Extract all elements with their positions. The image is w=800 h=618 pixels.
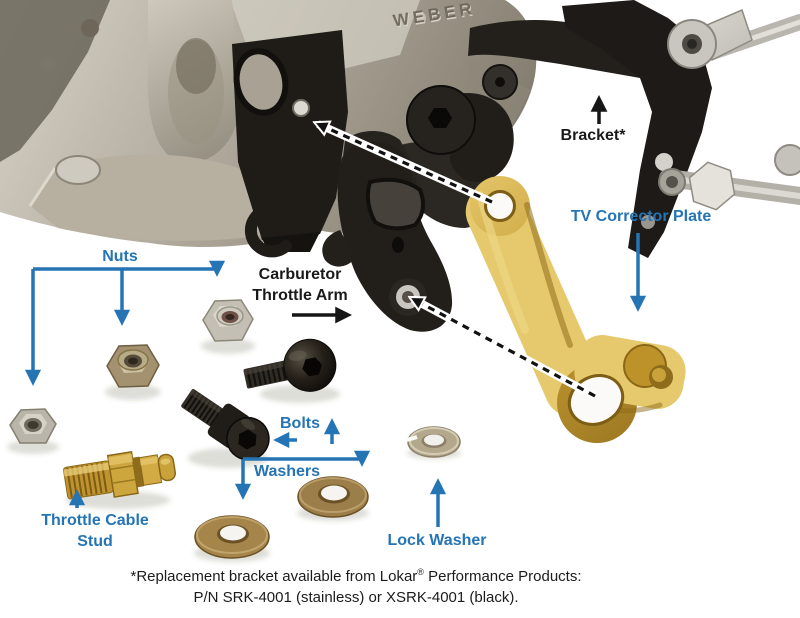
carburetor-photo: WEBER WEBER — [0, 0, 537, 248]
footnote-line2: P/N SRK-4001 (stainless) or XSRK-4001 (b… — [193, 589, 519, 606]
cam-hex-socket — [428, 108, 452, 128]
bolt-button-head-part — [243, 338, 337, 392]
bracket-hole-mid — [641, 215, 655, 229]
throttle-arm-blade — [337, 141, 453, 332]
carburetor-throttle-arm-label: Carburetor Throttle Arm — [252, 264, 347, 306]
throttle-cable-stud-label-line1: Throttle Cable — [41, 512, 149, 529]
nut-left-part — [9, 408, 57, 444]
washer-left-part — [194, 515, 270, 559]
footnote-line1: *Replacement bracket available from Loka… — [130, 562, 581, 587]
carb-facet-dark — [0, 0, 110, 162]
footnote-line1-text: *Replacement bracket available from Loka… — [130, 568, 418, 585]
washers-label: Washers — [253, 463, 321, 480]
linkage-hook — [244, 203, 292, 258]
nut-middle-part — [106, 344, 160, 388]
bracket-label: Bracket* — [560, 127, 626, 144]
plate-shadow — [524, 202, 573, 348]
bolt-socket-head-part — [181, 388, 270, 461]
washer-center-part — [297, 476, 369, 518]
mount-hole — [292, 99, 310, 117]
footnote-caption: *Replacement bracket available from Loka… — [130, 562, 581, 608]
lock-washer-label: Lock Washer — [387, 532, 487, 549]
lock-washer-part — [406, 426, 461, 458]
plate-hole-top — [487, 193, 513, 219]
footnote-line1-text2: Performance Products: — [423, 568, 582, 585]
pointer-arrows — [24, 94, 647, 527]
dashed-arrow-top — [318, 124, 493, 204]
carb-port-3 — [414, 12, 426, 24]
tv-corrector-plate-label: TV Corrector Plate — [570, 208, 712, 225]
dashed-arrow-bottom — [413, 299, 596, 398]
rod-end-ball — [774, 144, 800, 176]
carburetor-throttle-arm-part — [244, 64, 518, 332]
carb-port-2 — [41, 57, 55, 71]
registered-trademark-symbol: ® — [417, 567, 424, 577]
bracket-part — [562, 0, 800, 258]
carb-bowl-edge — [28, 167, 57, 207]
nut-right-part — [202, 299, 254, 342]
bolts-label: Bolts — [280, 415, 320, 432]
carb-venturi-bore — [176, 38, 216, 94]
plate-highlight — [476, 191, 529, 334]
rod-hex-nut — [688, 161, 736, 211]
carburetor-throttle-arm-label-line2: Throttle Arm — [252, 287, 348, 304]
carburetor-throttle-arm-label-line1: Carburetor — [258, 266, 342, 283]
throttle-cable-stud-label: Throttle Cable Stud — [41, 510, 149, 552]
throttle-cable-stud-label-line2: Stud — [77, 533, 113, 550]
bracket-hole-lower — [655, 153, 673, 171]
carb-port-1 — [81, 19, 99, 37]
carb-hex-fitting — [55, 155, 101, 185]
nuts-label: Nuts — [102, 248, 138, 265]
